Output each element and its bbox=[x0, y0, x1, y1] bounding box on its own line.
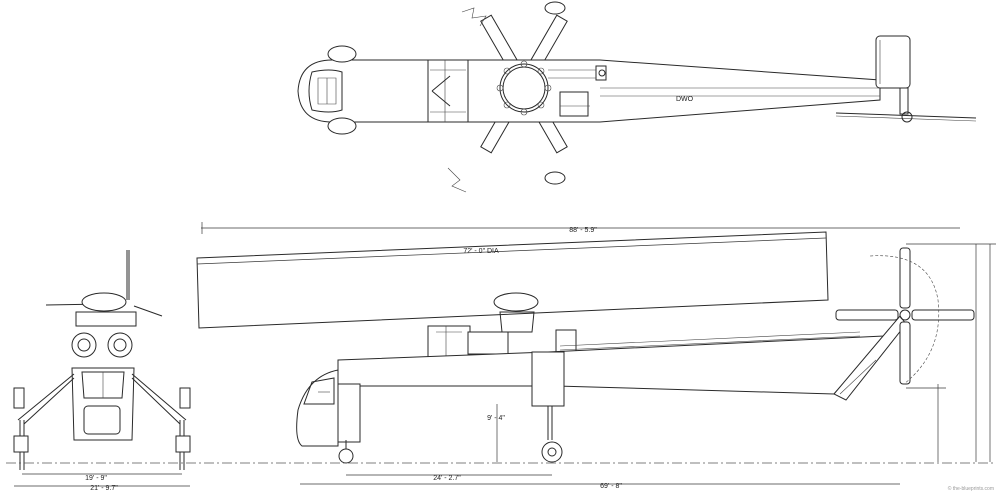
dim-wheel-base: 24' - 2.7" bbox=[433, 475, 461, 482]
front-engine-right bbox=[107, 332, 133, 358]
side-main-rotor-blade bbox=[196, 231, 829, 329]
dim-fuselage-length: 69' - 8" bbox=[600, 483, 622, 490]
side-cockpit bbox=[296, 369, 339, 447]
top-view: DWO bbox=[297, 1, 977, 193]
side-main-wheel bbox=[541, 441, 563, 463]
dim-rotor-diameter: 72' - 0" DIA bbox=[463, 248, 499, 255]
side-nose-wheel bbox=[338, 448, 354, 464]
side-fuselage bbox=[337, 319, 901, 395]
watermark: © the-blueprints.com bbox=[948, 485, 994, 492]
side-view: 88' - 5.9" 72' - 0" DIA 9' - 4" 24' - 2.… bbox=[196, 222, 996, 490]
top-tail-fin bbox=[875, 35, 911, 89]
front-engine-left bbox=[71, 332, 97, 358]
tail-code: DWO bbox=[676, 96, 694, 103]
front-view: 19' - 9" 21' - 9.7" bbox=[13, 250, 191, 492]
dim-height-at-wheels: 9' - 4" bbox=[487, 415, 505, 422]
top-rotor-hub bbox=[499, 63, 549, 113]
side-tail-rotor bbox=[835, 247, 975, 385]
top-fuselage bbox=[297, 59, 881, 123]
dim-overall-width: 21' - 9.7" bbox=[90, 485, 118, 492]
dim-overall-length: 88' - 5.9" bbox=[569, 227, 597, 234]
dim-main-gear-track: 19' - 9" bbox=[85, 475, 107, 482]
